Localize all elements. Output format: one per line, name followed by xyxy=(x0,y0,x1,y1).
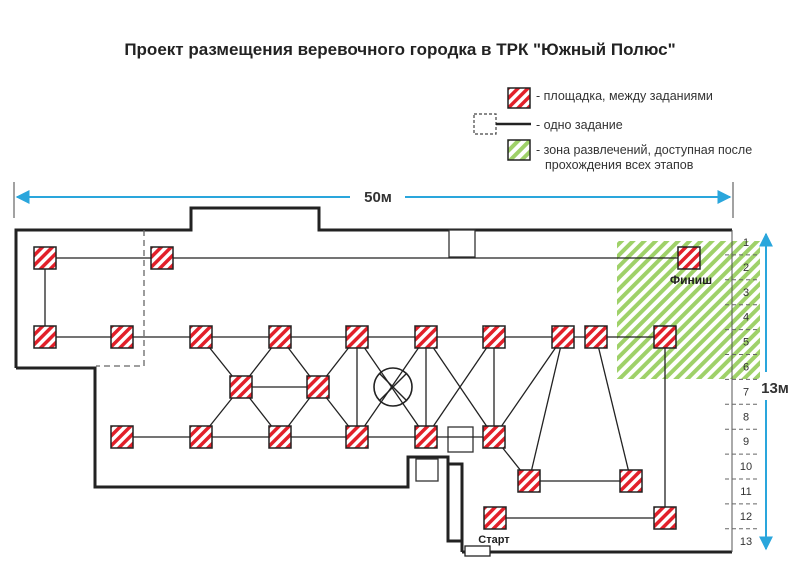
platform xyxy=(345,325,369,349)
scale-label: 3 xyxy=(743,287,749,299)
scale-label: 10 xyxy=(740,461,752,473)
platform xyxy=(268,425,292,449)
platform xyxy=(306,375,330,399)
rope-line xyxy=(528,336,564,482)
platform xyxy=(345,425,369,449)
rope-line xyxy=(425,336,495,438)
platform xyxy=(150,246,174,270)
platform xyxy=(189,325,213,349)
scale-label: 8 xyxy=(743,411,749,423)
platform xyxy=(482,425,506,449)
legend-platform-swatch xyxy=(507,87,531,109)
platform xyxy=(229,375,253,399)
platform xyxy=(33,325,57,349)
wall-top xyxy=(14,206,732,368)
start-label: Старт xyxy=(478,534,510,546)
scale-label: 7 xyxy=(743,386,749,398)
platforms xyxy=(33,246,701,530)
column-lower xyxy=(415,458,439,482)
legend-text-platform: - площадка, между заданиями xyxy=(536,89,713,103)
platform xyxy=(653,325,677,349)
diagram-title: Проект размещения веревочного городка в … xyxy=(124,40,676,59)
platform xyxy=(110,425,134,449)
scale-label: 6 xyxy=(743,362,749,374)
platform xyxy=(653,506,677,530)
wall-bottom-left xyxy=(16,366,462,543)
scale-label: 13 xyxy=(740,536,752,548)
platform xyxy=(677,246,701,270)
scale-label: 1 xyxy=(743,237,749,249)
legend-text-zone-line2: прохождения всех этапов xyxy=(545,158,694,172)
platform xyxy=(110,325,134,349)
platform xyxy=(584,325,608,349)
platform xyxy=(482,325,506,349)
scale-label: 11 xyxy=(740,486,751,498)
rope-line xyxy=(356,336,427,438)
wall-bottom-right-inner xyxy=(448,462,464,552)
column-top xyxy=(448,229,476,258)
platform xyxy=(414,325,438,349)
platform xyxy=(551,325,575,349)
platform xyxy=(33,246,57,270)
round-column-cross-2 xyxy=(378,372,408,402)
rope-line xyxy=(493,336,564,438)
legend-text-task: - одно задание xyxy=(536,118,623,132)
rope-connections xyxy=(44,257,689,519)
start-entrance xyxy=(464,545,491,557)
platform xyxy=(414,425,438,449)
scale-label: 12 xyxy=(740,511,752,523)
width-label: 50м xyxy=(364,189,392,206)
platform xyxy=(268,325,292,349)
column-middle xyxy=(447,426,474,453)
scale-label: 2 xyxy=(743,262,749,274)
platform xyxy=(189,425,213,449)
scale-label: 5 xyxy=(743,337,749,349)
dashed-partition xyxy=(96,230,145,367)
scale-label: 9 xyxy=(743,436,749,448)
platform xyxy=(483,506,507,530)
height-label: 13м xyxy=(761,380,789,397)
scale-label: 4 xyxy=(743,312,749,324)
legend-task-swatch xyxy=(473,113,497,135)
platform xyxy=(619,469,643,493)
finish-label: Финиш xyxy=(670,273,712,287)
legend-zone-swatch xyxy=(507,139,531,161)
platform xyxy=(517,469,541,493)
legend-text-zone-line1: - зона развлечений, доступная после xyxy=(536,143,753,157)
rope-line xyxy=(595,336,632,482)
